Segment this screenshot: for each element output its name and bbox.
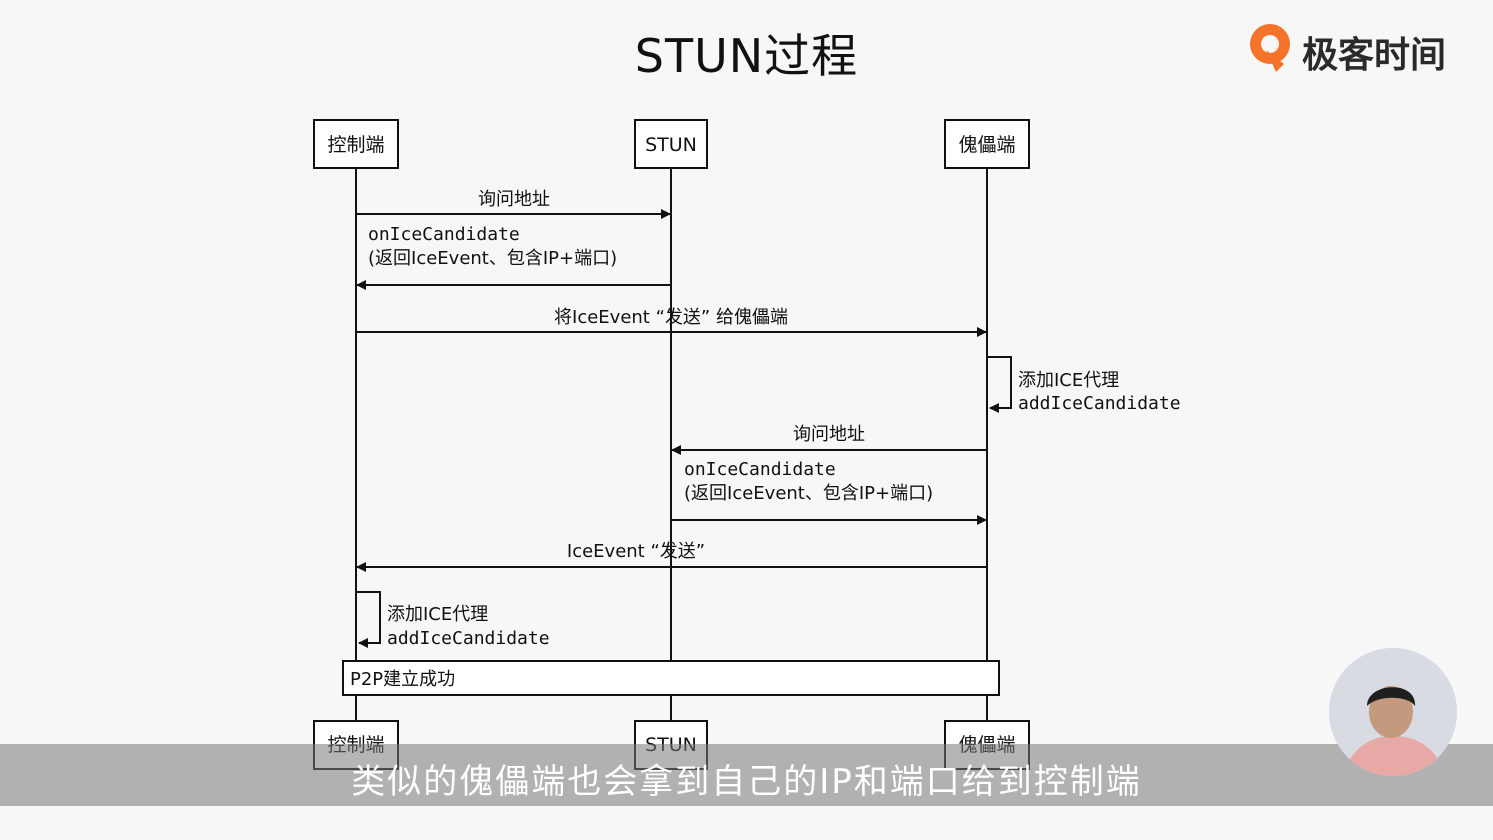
presenter-webcam (1329, 648, 1457, 776)
message-send-iceevent-back-label: IceEvent “发送” (567, 541, 705, 562)
brand-name: 极客时间 (1302, 35, 1447, 76)
message-query-address-label: 询问地址 (478, 189, 550, 210)
subtitle-bar (0, 744, 1493, 806)
self-call-puppet-method: addIceCandidate (1018, 393, 1181, 414)
geektime-logo-icon (1250, 24, 1290, 72)
self-call-controller-method: addIceCandidate (387, 628, 550, 649)
p2p-success-note: P2P建立成功 (342, 660, 1000, 696)
participant-stun-label: STUN (645, 134, 697, 156)
message-puppet-return-iceevent-label: (返回IceEvent、包含IP+端口) (684, 483, 933, 504)
slide-title: STUN过程 (634, 29, 859, 83)
self-call-controller-label: 添加ICE代理 (387, 604, 488, 625)
self-call-puppet-label: 添加ICE代理 (1018, 370, 1119, 391)
message-onicecandidate-label: onIceCandidate (368, 224, 520, 245)
message-return-iceevent-label: (返回IceEvent、包含IP+端口) (368, 248, 617, 269)
brand-logo: 极客时间 (1246, 20, 1446, 76)
participant-controller-label: 控制端 (327, 134, 384, 156)
message-puppet-query-address-label: 询问地址 (793, 424, 865, 445)
p2p-success-note-label: P2P建立成功 (350, 669, 455, 690)
participant-controller-top: 控制端 (313, 119, 399, 169)
subtitle-caption: 类似的傀儡端也会拿到自己的IP和端口给到控制端 (351, 762, 1142, 802)
self-call-controller-arrow (356, 591, 381, 648)
message-puppet-onicecandidate-label: onIceCandidate (684, 459, 836, 480)
participant-stun-top: STUN (634, 119, 708, 169)
participant-puppet-top: 傀儡端 (944, 119, 1030, 169)
presenter-avatar-icon (1329, 648, 1457, 776)
self-call-puppet-arrow (987, 356, 1012, 413)
participant-puppet-label: 傀儡端 (958, 134, 1015, 156)
message-send-iceevent-label: 将IceEvent “发送” 给傀儡端 (554, 307, 788, 328)
